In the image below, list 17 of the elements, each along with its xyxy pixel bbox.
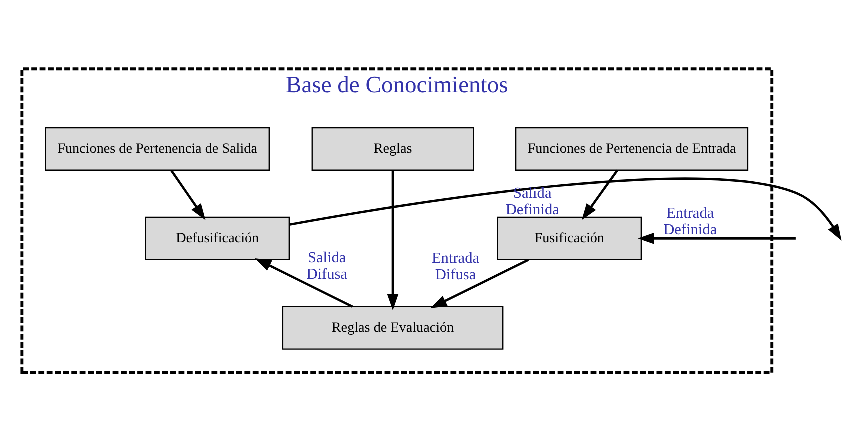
node-box: Defusificación bbox=[145, 216, 290, 260]
edge-label: Entrada Definida bbox=[664, 204, 718, 238]
arrow bbox=[582, 169, 618, 220]
edge-label: Salida Definida bbox=[506, 184, 560, 218]
node-box: Funciones de Pertenencia de Entrada bbox=[515, 126, 749, 170]
node-box: Reglas bbox=[312, 126, 474, 170]
arrow bbox=[638, 232, 796, 244]
node-box: Reglas de Evaluación bbox=[282, 306, 504, 350]
arrow bbox=[170, 169, 206, 220]
arrow bbox=[289, 177, 842, 240]
node-box: Fusificación bbox=[497, 216, 642, 260]
arrow bbox=[430, 258, 530, 308]
edge-label: Entrada Difusa bbox=[432, 249, 480, 283]
edge-label: Salida Difusa bbox=[306, 249, 348, 283]
arrow bbox=[387, 170, 399, 310]
node-box: Funciones de Pertenencia de Salida bbox=[45, 126, 270, 170]
arrow bbox=[255, 258, 354, 308]
